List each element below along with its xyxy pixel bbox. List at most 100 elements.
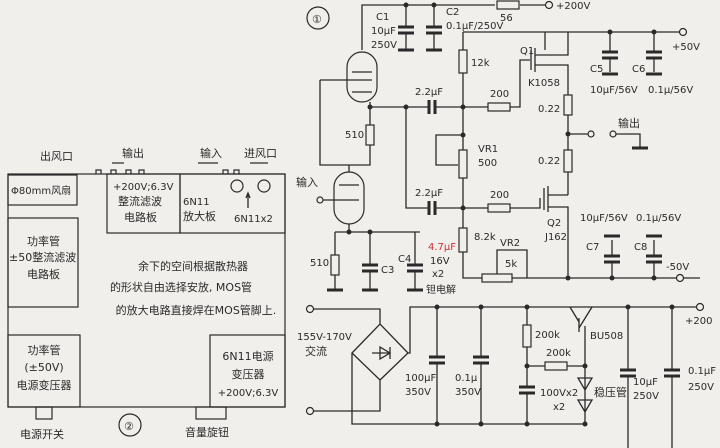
note-line-1: 余下的空间根据散热器 (138, 259, 248, 273)
label-q1: Q1 (520, 46, 534, 57)
label-ac-voltage: 155V-170V (297, 332, 352, 343)
label-r200k-horizontal: 200k (546, 348, 571, 359)
figure-1-circle (306, 6, 330, 30)
label-r510-top: 510 (345, 130, 364, 141)
resistor-56 (496, 0, 520, 10)
resistor-510-bottom (330, 254, 340, 276)
label-chassis-output: 输出 (122, 146, 144, 160)
terminal-minus50v (675, 273, 685, 283)
label-power-board-3: 电路板 (27, 267, 60, 281)
label-intake: 进风口 (244, 147, 277, 160)
label-exhaust: 出风口 (40, 149, 73, 163)
label-amp-board-1: 6N11 (183, 197, 210, 208)
figure-2-number: ② (124, 420, 134, 433)
resistor-200-bottom (487, 203, 511, 213)
label-vr2-value: 5k (505, 259, 517, 270)
vr1-potentiometer[interactable] (458, 149, 468, 179)
label-fan: Φ80mm风扇 (11, 184, 71, 197)
power-supply-schematic: 155V-170V 交流 100μF 350V 0.1μ 350V 200k 2… (297, 302, 716, 448)
connectors (95, 169, 240, 174)
label-c01uf: 0.1μF (688, 366, 716, 377)
label-tube-transformer-2: 变压器 (232, 367, 265, 381)
chassis-layout: 出风口 输出 输入 进风口 Φ80mm风扇 +200V;6.3V 整流滤波 电路… (7, 146, 286, 441)
label-c01u: 0.1μ (455, 373, 478, 384)
label-tubes: 6N11x2 (234, 214, 273, 225)
label-tube-transformer-3: +200V;6.3V (218, 388, 279, 399)
label-power-switch: 电源开关 (20, 427, 64, 441)
label-tube-transformer-1: 6N11电源 (222, 349, 273, 363)
label-c100v-count: x2 (553, 402, 565, 413)
label-q2: Q2 (547, 218, 561, 229)
label-c4-voltage: 16V (430, 256, 450, 267)
label-200: +200 (685, 316, 712, 327)
resistor-8.2k (458, 227, 468, 253)
label-r200k-vertical: 200k (535, 330, 560, 341)
resistor-200-top (487, 102, 511, 112)
label-c1: C1 (376, 12, 389, 23)
zener-diodes-icon (576, 366, 594, 424)
power-board-box (7, 217, 79, 308)
label-output: 输出 (618, 116, 640, 130)
vr2-potentiometer[interactable] (481, 273, 513, 283)
label-c4: C4 (398, 254, 411, 265)
resistor-022-bottom (563, 149, 573, 173)
label-r12k: 12k (471, 58, 490, 69)
label-power-board-2: ±50整流滤波 (9, 250, 76, 264)
label-c1-voltage: 250V (371, 40, 397, 51)
ac-terminal-1 (305, 304, 315, 314)
label-c01uf-voltage: 250V (688, 382, 714, 393)
tube-1-electrodes (320, 71, 372, 125)
tube-socket-1 (230, 179, 244, 193)
q1-mosfet-icon (530, 32, 569, 95)
resistor-022-top (563, 94, 573, 116)
power-switch-icon[interactable] (35, 406, 53, 420)
label-vr2: VR2 (500, 238, 520, 249)
output-terminal (587, 130, 595, 138)
label-c4-count: x2 (432, 269, 444, 280)
note-line-2: 的形状自由选择安放, MOS管 (110, 280, 252, 294)
label-c10uf: 10μF (633, 377, 658, 388)
label-r022-top: 0.22 (538, 104, 560, 115)
rail-50v-wire (462, 31, 680, 208)
label-rect-board-voltage: +200V;6.3V (113, 182, 174, 193)
resistor-200k-horizontal (544, 361, 568, 371)
label-bu508: BU508 (590, 331, 623, 342)
label-power-transformer-1: 功率管 (28, 343, 61, 357)
volume-knob-icon[interactable] (195, 406, 227, 420)
label-r200-top: 200 (490, 89, 509, 100)
label-r200-bottom: 200 (490, 190, 509, 201)
tube-1-icon (346, 51, 378, 103)
q2-mosfet-icon (543, 186, 569, 278)
tube-2-icon (333, 171, 365, 225)
resistor-12k (458, 49, 468, 74)
resistor-200k-vertical (522, 324, 532, 348)
label-c10uf-voltage: 250V (633, 391, 659, 402)
amp-board-box (179, 173, 286, 234)
ac-terminal-2 (305, 406, 315, 416)
label-q1-part: K1058 (528, 78, 560, 89)
c1-c2-wires (405, 5, 435, 50)
bridge-rectifier-icon (372, 345, 392, 361)
label-c7: C7 (586, 242, 599, 253)
label-c2-value: 0.1μF/250V (446, 21, 503, 32)
label-power-transformer-3: 电源变压器 (17, 378, 72, 392)
input-terminal[interactable] (316, 196, 324, 204)
label-cap-bottom: 2.2μF (415, 188, 443, 199)
label-c8-value: 0.1μ/56V (636, 213, 681, 224)
label-power-board-1: 功率管 (27, 234, 60, 248)
label-power-transformer-2: (±50V) (24, 361, 63, 374)
label-c4-type: 钽电解 (426, 283, 456, 296)
amplifier-schematic: ① +200V 56 C1 10μF 250V C2 0.1μF/250V 51… (296, 0, 700, 296)
figure-2-circle (118, 413, 142, 437)
tube-transformer-box (209, 334, 286, 408)
label-ac: 交流 (305, 344, 327, 358)
terminal-50v (678, 27, 688, 37)
label-c01u-voltage: 350V (455, 387, 481, 398)
label-zener: 稳压管 (594, 385, 627, 399)
label-200v: +200V (556, 1, 590, 12)
rail-200v (361, 4, 545, 50)
figure-1-number: ① (312, 13, 322, 26)
label-volume-knob: 音量旋钮 (185, 425, 229, 439)
